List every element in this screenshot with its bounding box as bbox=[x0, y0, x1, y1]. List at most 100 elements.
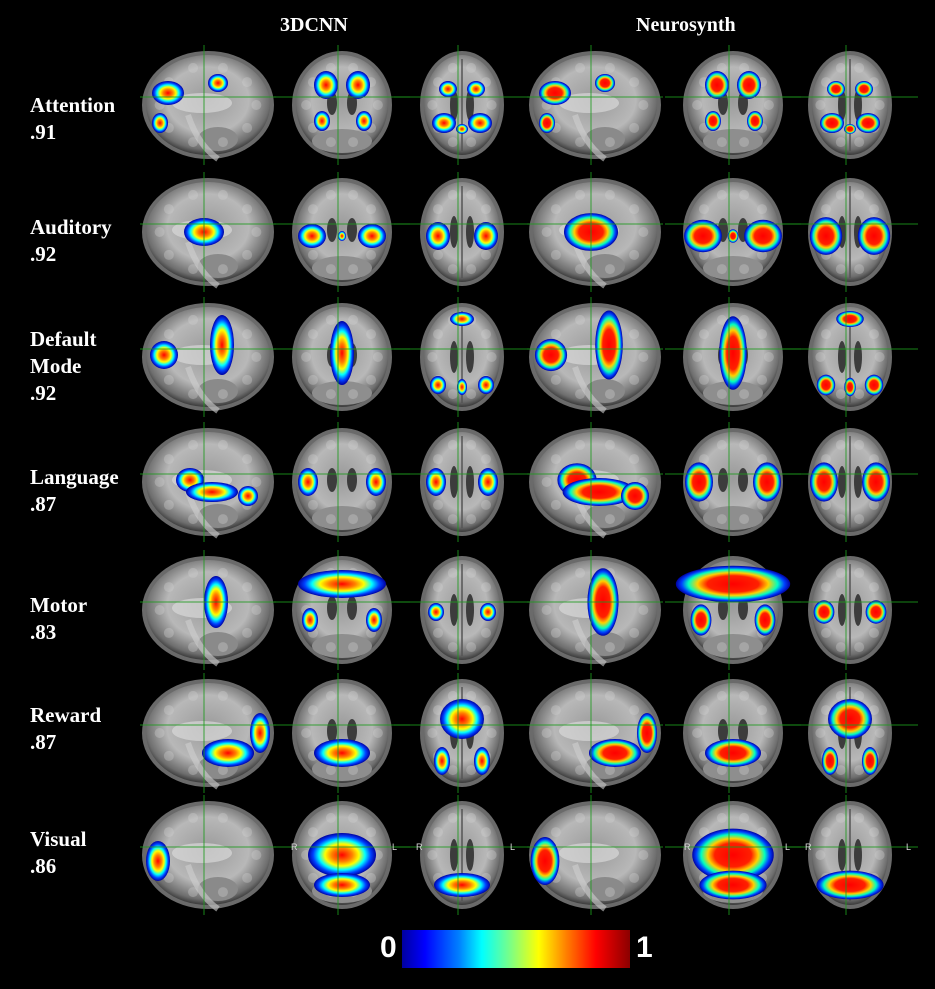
activation-blob bbox=[539, 113, 555, 133]
activation-blob bbox=[820, 113, 844, 133]
brain-slice-cor bbox=[274, 550, 410, 670]
activation-blob bbox=[358, 224, 386, 248]
activation-blob bbox=[298, 570, 386, 598]
row-label: Visual.86 bbox=[30, 826, 86, 880]
activation-blob bbox=[457, 379, 467, 395]
row-name: Reward bbox=[30, 703, 102, 727]
orientation-mark: L bbox=[392, 842, 397, 852]
activation-blob bbox=[356, 111, 372, 131]
activation-blob bbox=[146, 841, 170, 881]
activation-blob bbox=[836, 310, 864, 328]
activation-blob bbox=[816, 374, 836, 396]
activation-blob bbox=[430, 376, 446, 394]
activation-blob bbox=[754, 604, 776, 636]
row-name: Language bbox=[30, 465, 119, 489]
brain-slice-ax bbox=[394, 673, 530, 793]
brain-slice-ax bbox=[394, 297, 530, 417]
activation-blob bbox=[539, 81, 571, 105]
colorbar-gradient bbox=[402, 930, 630, 968]
activation-blob bbox=[456, 124, 468, 134]
activation-blob bbox=[338, 231, 346, 241]
brain-slice-sag bbox=[140, 172, 276, 292]
brain-slice-cor bbox=[665, 172, 801, 292]
activation-blob bbox=[450, 312, 474, 326]
activation-blob bbox=[744, 219, 782, 253]
brain-slice-ax bbox=[394, 422, 530, 542]
activation-blob bbox=[727, 229, 739, 243]
brain-slice-sag bbox=[140, 673, 276, 793]
activation-blob bbox=[813, 600, 835, 624]
activation-blob bbox=[250, 713, 270, 753]
activation-blob bbox=[314, 873, 370, 897]
row-score: .92 bbox=[30, 242, 57, 266]
activation-blob bbox=[621, 482, 649, 510]
brain-slice-sag bbox=[140, 550, 276, 670]
activation-blob bbox=[865, 600, 887, 624]
activation-blob bbox=[314, 739, 370, 767]
activation-blob bbox=[562, 478, 636, 506]
activation-blob bbox=[428, 603, 444, 621]
brain-slice-sag bbox=[527, 550, 663, 670]
brain-slice-sag bbox=[140, 795, 276, 915]
activation-blob bbox=[822, 747, 838, 775]
brain-slice-sag bbox=[527, 297, 663, 417]
activation-blob bbox=[857, 217, 891, 255]
activation-blob bbox=[816, 870, 884, 900]
brain-slice-cor bbox=[274, 422, 410, 542]
activation-blob bbox=[595, 74, 615, 92]
brain-slice-cor bbox=[274, 45, 410, 165]
brain-slice-cor bbox=[274, 172, 410, 292]
row-label: Language .87 bbox=[30, 464, 119, 518]
activation-blob bbox=[690, 604, 712, 636]
brain-slice-cor bbox=[665, 795, 801, 915]
activation-blob bbox=[298, 224, 326, 248]
brain-slice-ax bbox=[782, 795, 918, 915]
brain-slice-ax bbox=[782, 172, 918, 292]
row-name: Default bbox=[30, 327, 97, 351]
colorbar-max-label: 1 bbox=[636, 931, 653, 964]
activation-blob bbox=[150, 341, 178, 369]
brain-slice-ax bbox=[782, 673, 918, 793]
row-score: .87 bbox=[30, 492, 57, 516]
activation-blob bbox=[827, 81, 845, 97]
row-score: .91 bbox=[30, 120, 57, 144]
activation-blob bbox=[426, 468, 446, 496]
activation-blob bbox=[810, 462, 838, 502]
activation-blob bbox=[330, 321, 354, 385]
activation-blob bbox=[314, 71, 338, 99]
row-name: Visual bbox=[30, 827, 87, 851]
brain-slice-ax bbox=[782, 297, 918, 417]
activation-blob bbox=[595, 310, 623, 380]
activation-blob bbox=[809, 217, 843, 255]
brain-slice-cor bbox=[665, 673, 801, 793]
activation-blob bbox=[152, 81, 184, 105]
colorbar: 0 1 bbox=[380, 928, 653, 972]
row-score: .83 bbox=[30, 620, 57, 644]
orientation-mark: R bbox=[805, 842, 812, 852]
brain-slice-cor bbox=[665, 45, 801, 165]
brain-slice-sag bbox=[140, 422, 276, 542]
activation-blob bbox=[844, 124, 856, 134]
brain-slice-cor bbox=[665, 422, 801, 542]
activation-blob bbox=[692, 828, 774, 882]
brain-slice-ax bbox=[782, 45, 918, 165]
brain-slice-cor bbox=[665, 297, 801, 417]
brain-slice-ax bbox=[394, 550, 530, 670]
activation-blob bbox=[534, 338, 568, 372]
orientation-mark: R bbox=[684, 842, 691, 852]
activation-blob bbox=[862, 747, 878, 775]
brain-slice-cor bbox=[274, 673, 410, 793]
activation-blob bbox=[753, 462, 781, 502]
activation-blob bbox=[440, 699, 484, 739]
activation-blob bbox=[684, 219, 722, 253]
orientation-mark: L bbox=[785, 842, 790, 852]
activation-blob bbox=[685, 462, 713, 502]
activation-blob bbox=[366, 468, 386, 496]
row-label: Auditory.92 bbox=[30, 214, 112, 268]
brain-slice-sag bbox=[527, 673, 663, 793]
activation-blob bbox=[152, 113, 168, 133]
activation-blob bbox=[747, 111, 763, 131]
brain-slice-cor bbox=[665, 550, 801, 670]
